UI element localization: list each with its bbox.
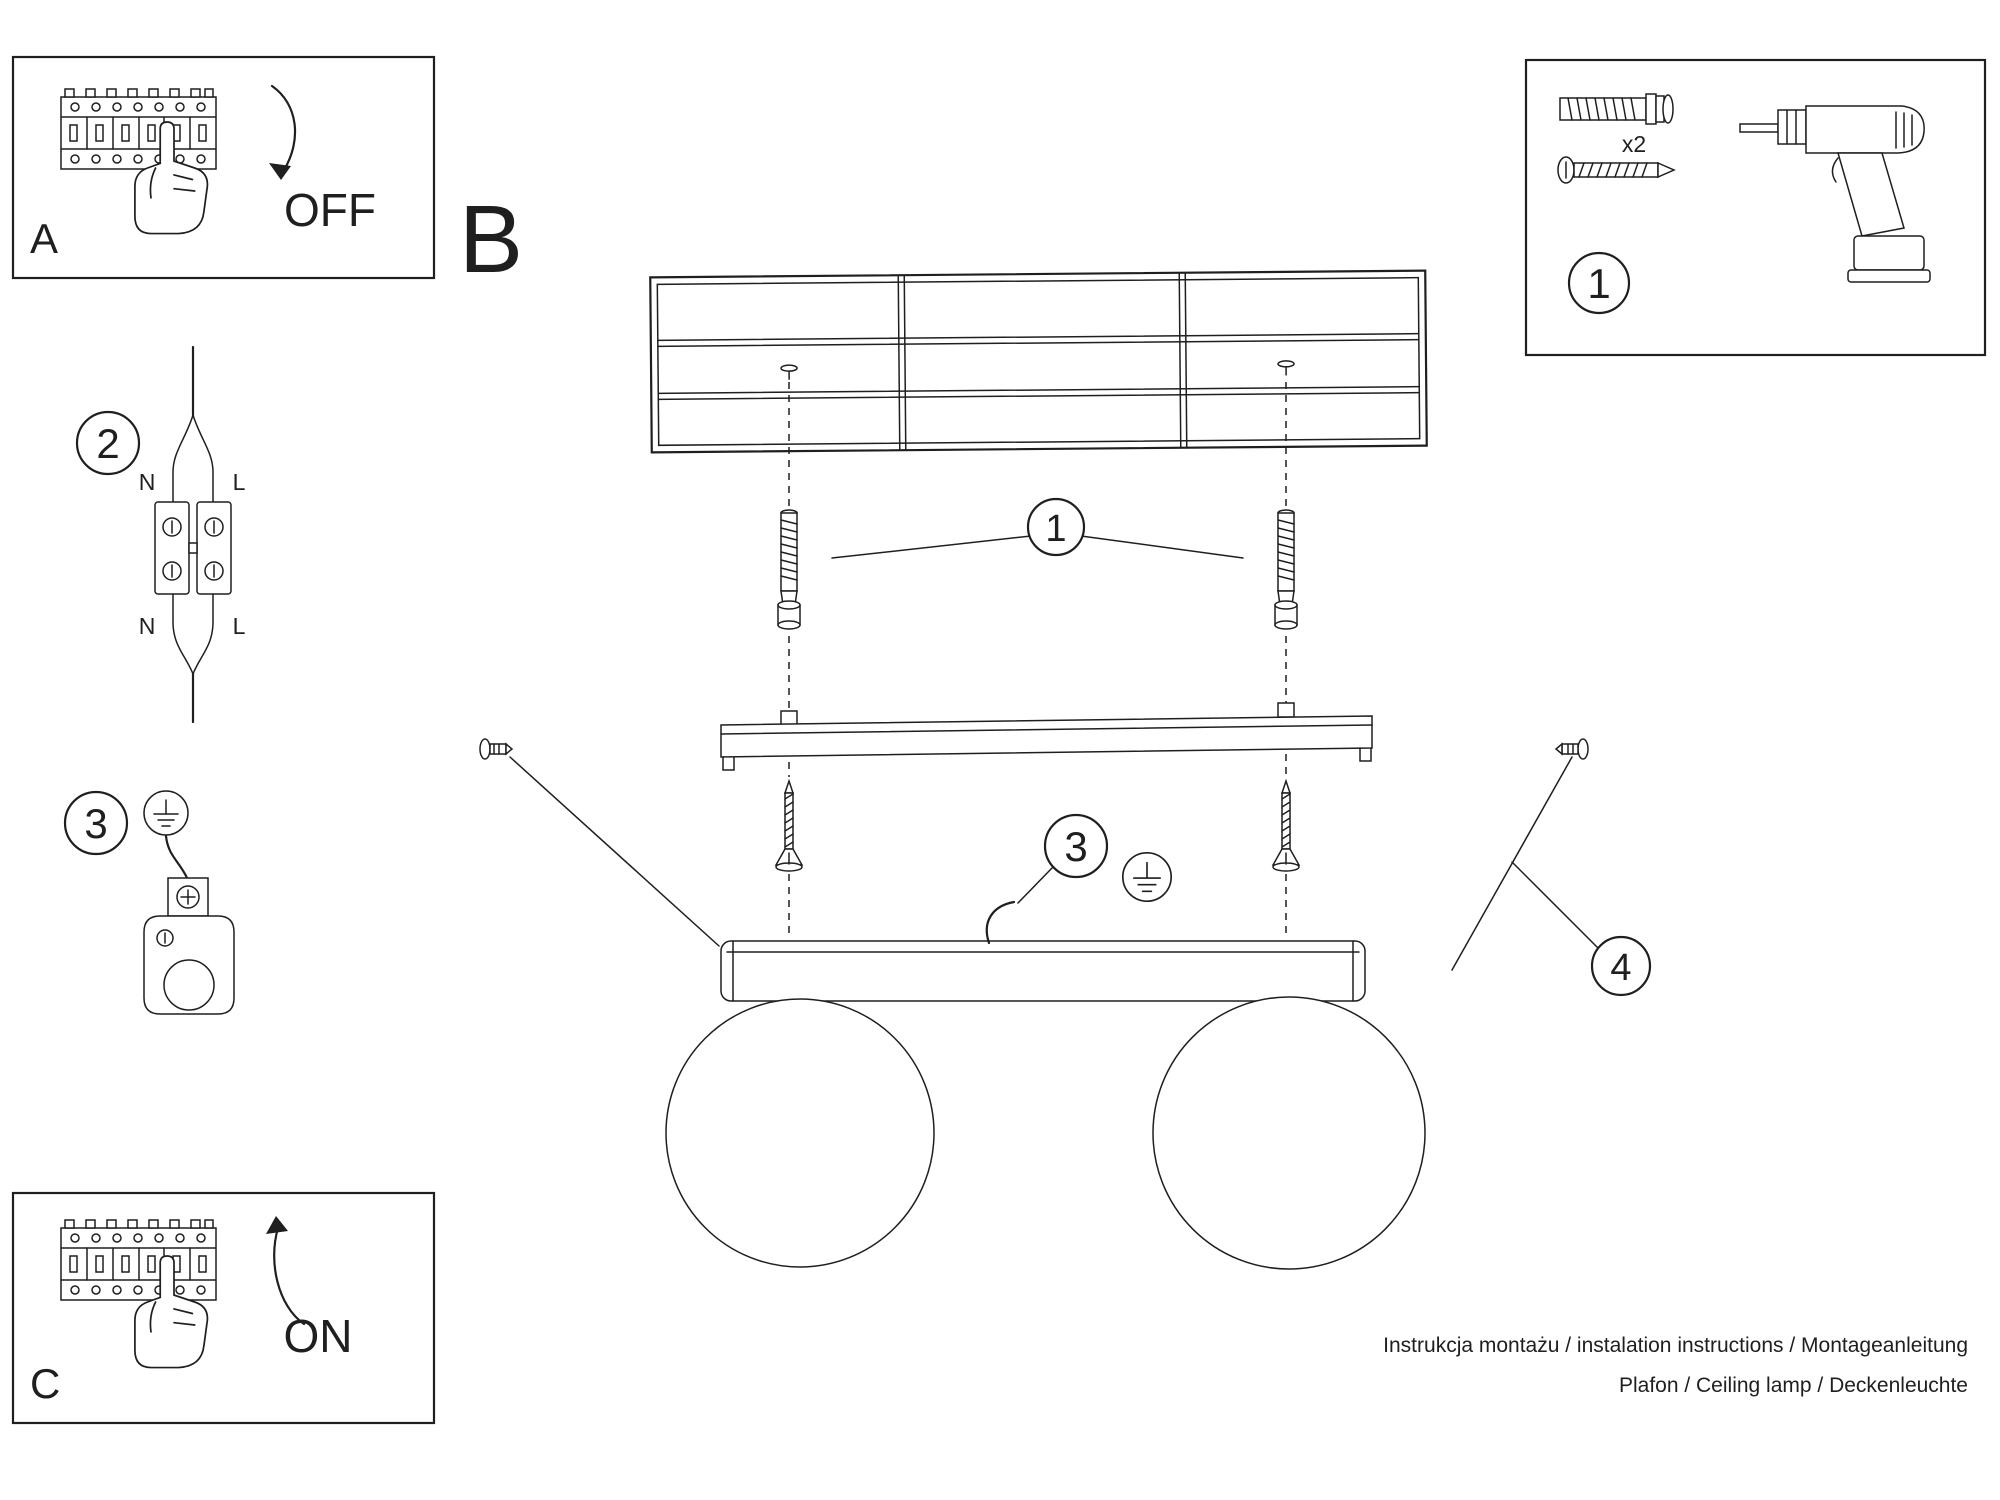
wire-n-bottom — [172, 593, 194, 675]
guide-line-right — [1451, 756, 1573, 971]
wire-n-top — [172, 414, 194, 503]
guide-line-left — [509, 756, 720, 947]
mounting-screw-left — [775, 780, 803, 872]
on-arrow-icon — [266, 1216, 306, 1326]
terminal-label-n-bottom: N — [139, 613, 156, 639]
exploded-assembly: 1 — [479, 269, 1652, 1270]
footer-line1: Instrukcja montażu / instalation instruc… — [1383, 1334, 1968, 1357]
callout-3-number: 3 — [1064, 823, 1087, 870]
lamp-base — [720, 940, 1366, 1002]
footer: Instrukcja montażu / instalation instruc… — [1383, 1334, 1968, 1397]
wire-l-top — [192, 414, 214, 503]
wire-l-bottom — [192, 593, 214, 675]
glass-globe-right — [1152, 996, 1426, 1270]
off-arrow-icon — [269, 84, 297, 180]
callout-1: 1 — [831, 497, 1244, 559]
callout-3: 3 — [985, 813, 1173, 945]
center-lines — [788, 382, 1287, 936]
callout-4-number: 4 — [1610, 947, 1631, 989]
mounting-screw-right — [1272, 780, 1300, 872]
callout-4: 4 — [1511, 861, 1652, 997]
ground-symbol-icon — [143, 790, 189, 836]
step2-wiring: 2 N L N L — [75, 345, 246, 724]
ceiling-lamp — [665, 940, 1426, 1270]
wall-plug-icon — [1559, 93, 1674, 125]
panel-c: C ON — [11, 1191, 436, 1425]
breaker-panel-icon — [60, 88, 217, 170]
step1-number: 1 — [1587, 260, 1610, 307]
wall-plug-right — [1274, 509, 1298, 630]
step2-number-circle — [75, 410, 141, 476]
quantity-label: x2 — [1622, 131, 1646, 157]
breaker-panel-icon — [60, 1219, 217, 1301]
assembly-label: B — [459, 186, 523, 293]
step3-number: 3 — [84, 800, 107, 847]
side-screw-right — [1554, 738, 1589, 760]
ground-symbol-icon — [1121, 851, 1173, 903]
callout-1-number: 1 — [1045, 508, 1066, 550]
wall-plug-left — [777, 509, 801, 630]
off-label: OFF — [284, 184, 376, 236]
ceiling-panel — [649, 269, 1428, 454]
drill-icon — [1739, 105, 1931, 283]
ground-connector — [143, 834, 235, 1015]
screw-icon — [1557, 156, 1676, 184]
terminal-label-l-top: L — [233, 469, 246, 495]
step3-grounding: 3 — [63, 790, 235, 1015]
step2-number: 2 — [96, 420, 119, 467]
terminal-block — [154, 501, 232, 595]
panel-a: A OFF — [11, 55, 436, 280]
step1-box: x2 1 — [1524, 58, 1987, 357]
terminal-label-n-top: N — [139, 469, 156, 495]
ground-wire — [985, 900, 1016, 945]
on-label: ON — [284, 1310, 353, 1362]
step1-number-circle — [1567, 251, 1631, 315]
panel-a-label: A — [30, 215, 58, 262]
footer-line2: Plafon / Ceiling lamp / Deckenleuchte — [1619, 1374, 1968, 1397]
side-screw-left — [479, 738, 514, 760]
glass-globe-left — [665, 998, 935, 1268]
mounting-bracket — [720, 702, 1373, 771]
panel-c-label: C — [30, 1360, 60, 1407]
terminal-label-l-bottom: L — [233, 613, 246, 639]
step3-number-circle — [63, 790, 129, 856]
